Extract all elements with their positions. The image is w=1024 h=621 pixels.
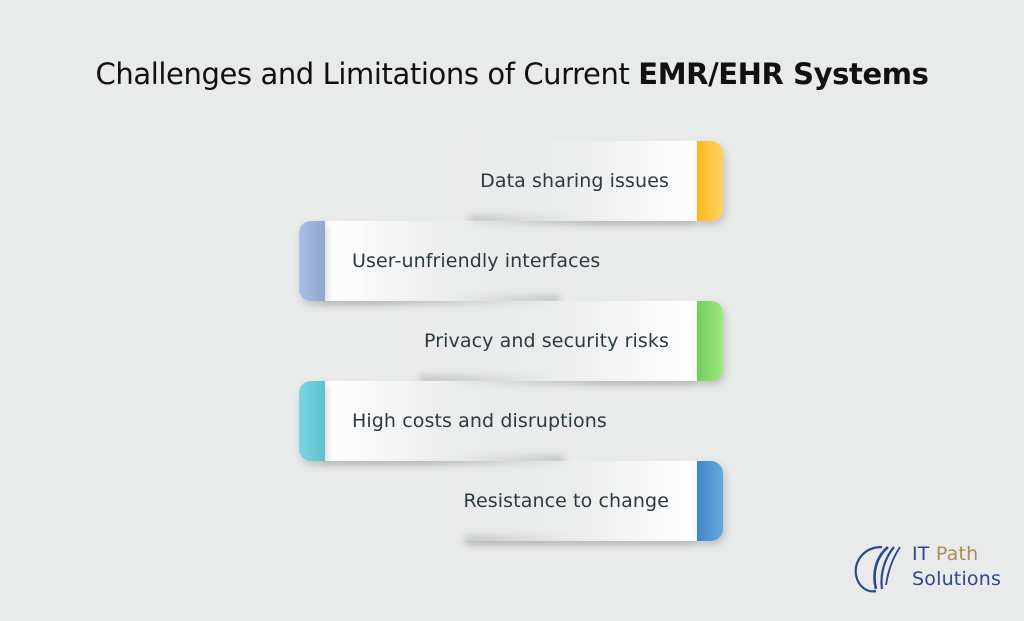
card-body: Privacy and security risks: [380, 301, 697, 381]
challenge-card-data-sharing: Data sharing issues: [430, 141, 723, 224]
card-label: Privacy and security risks: [423, 330, 669, 352]
page-title: Challenges and Limitations of Current EM…: [0, 57, 1024, 91]
card-body: High costs and disruptions: [325, 381, 607, 461]
card-body: Data sharing issues: [430, 141, 697, 221]
title-regular: Challenges and Limitations of Current: [95, 57, 639, 91]
card-label: Resistance to change: [463, 490, 669, 512]
company-logo: IT Path Solutions: [852, 541, 1012, 597]
logo-text-bottom: Solutions: [912, 568, 1002, 590]
accent-bar-yellow: [697, 141, 723, 221]
card-label: User-unfriendly interfaces: [352, 250, 601, 272]
challenge-card-resistance: Resistance to change: [425, 461, 723, 544]
challenge-card-high-costs: High costs and disruptions: [299, 381, 607, 464]
accent-bar-teal: [299, 381, 325, 461]
accent-bar-periwinkle: [299, 221, 325, 301]
logo-word-path: Path: [935, 543, 979, 565]
logo-swoosh-icon: [854, 545, 901, 593]
card-label: Data sharing issues: [480, 170, 669, 192]
card-label: High costs and disruptions: [352, 410, 607, 432]
logo-text-top: IT Path: [912, 543, 978, 565]
accent-bar-green: [697, 301, 723, 381]
logo-word-it: IT: [912, 543, 930, 565]
card-body: User-unfriendly interfaces: [325, 221, 601, 301]
challenge-card-user-unfriendly: User-unfriendly interfaces: [299, 221, 601, 304]
title-bold: EMR/EHR Systems: [638, 57, 929, 91]
challenge-card-privacy-security: Privacy and security risks: [380, 301, 723, 384]
card-body: Resistance to change: [425, 461, 697, 541]
accent-bar-blue: [697, 461, 723, 541]
